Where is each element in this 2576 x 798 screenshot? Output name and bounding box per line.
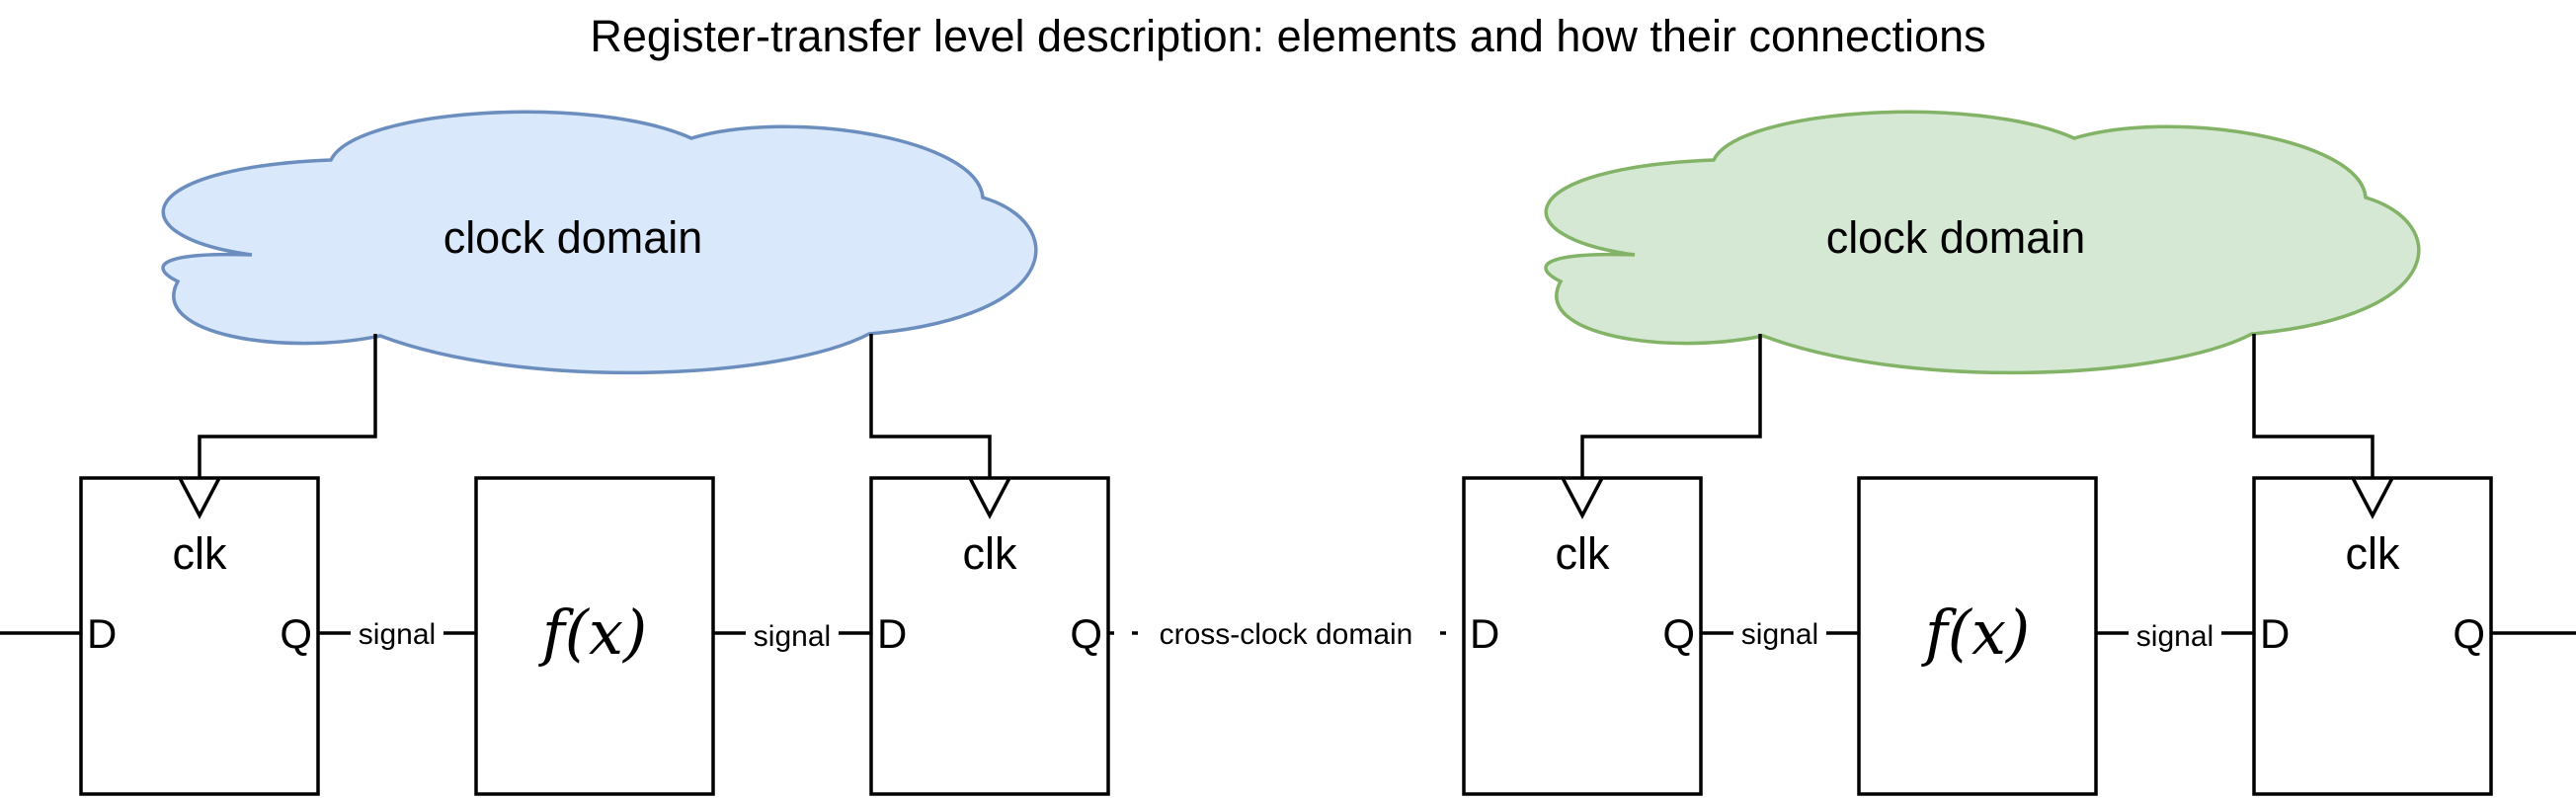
- clock-triangle-icon: [968, 477, 1011, 519]
- diagram-title: Register-transfer level description: ele…: [590, 11, 1985, 61]
- clock-domain-cloud-1: clock domain: [161, 110, 1038, 375]
- clock-triangle-icon: [2351, 477, 2394, 519]
- signal-text: signal: [2136, 620, 2214, 653]
- clock-triangle-icon: [178, 477, 221, 519]
- function-label: f(x): [538, 597, 647, 669]
- clock-domain-cloud-2: clock domain: [1544, 110, 2421, 375]
- q-port-label: Q: [1662, 610, 1695, 657]
- d-port-label: D: [877, 610, 907, 657]
- d-port-label: D: [87, 610, 117, 657]
- cross-domain-text: cross-clock domain: [1160, 618, 1413, 651]
- flip-flop-box: [1462, 476, 1703, 796]
- clock-wire-1: [198, 334, 377, 478]
- flip-flop-3: clk D Q: [1462, 476, 1703, 796]
- flip-flop-2: clk D Q: [869, 476, 1110, 796]
- flip-flop-1: clk D Q: [79, 476, 320, 796]
- cloud-shape-1: [161, 110, 1038, 375]
- signal-text: signal: [1741, 618, 1818, 651]
- clock-wire-3: [1580, 334, 1762, 478]
- function-block-2: f(x): [1857, 476, 2098, 796]
- signal-label-1: signal: [351, 614, 443, 651]
- cloud-label-2: clock domain: [1826, 212, 2086, 263]
- signal-text: signal: [754, 620, 831, 653]
- d-port-label: D: [1470, 610, 1499, 657]
- function-label: f(x): [1921, 597, 2030, 669]
- cross-clock-domain-label: cross-clock domain: [1148, 614, 1424, 651]
- d-port-label: D: [2260, 610, 2290, 657]
- clock-wire-4: [2252, 334, 2375, 478]
- flip-flop-box: [2252, 476, 2493, 796]
- clk-label: clk: [1556, 528, 1610, 579]
- signal-label-3: signal: [1733, 614, 1826, 651]
- signal-text: signal: [359, 618, 436, 651]
- clk-label: clk: [173, 528, 227, 579]
- function-block-box: [1857, 476, 2098, 796]
- clk-label: clk: [2346, 528, 2400, 579]
- flip-flop-4: clk D Q: [2252, 476, 2493, 796]
- clk-label: clk: [963, 528, 1017, 579]
- cloud-label-1: clock domain: [443, 212, 703, 263]
- clock-wire-2: [869, 334, 992, 478]
- clock-triangle-icon: [1561, 477, 1604, 519]
- q-port-label: Q: [1070, 610, 1102, 657]
- signal-label-4: signal: [2129, 616, 2221, 653]
- function-block-1: f(x): [474, 476, 715, 796]
- signal-label-2: signal: [746, 616, 839, 653]
- q-port-label: Q: [2453, 610, 2485, 657]
- function-block-box: [474, 476, 715, 796]
- flip-flop-box: [869, 476, 1110, 796]
- flip-flop-box: [79, 476, 320, 796]
- q-port-label: Q: [280, 610, 312, 657]
- cloud-shape-2: [1544, 110, 2421, 375]
